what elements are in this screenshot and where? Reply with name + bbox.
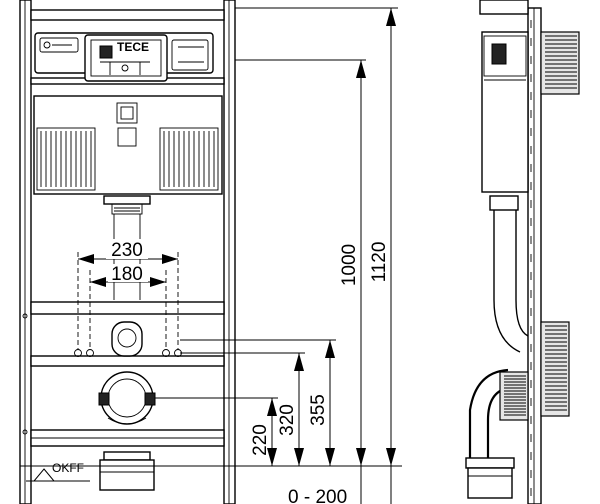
dim-1000: 1000: [339, 60, 366, 504]
dim-355: 355: [308, 340, 335, 466]
front-lower: [74, 321, 182, 491]
dim-1120-label: 1120: [369, 242, 390, 283]
vent-left: [36, 127, 96, 191]
dim-355-label: 355: [308, 394, 329, 426]
vent-right: [159, 127, 219, 191]
front-frame: [19, 0, 236, 504]
extension-lines: [20, 7, 402, 467]
front-cistern: TECE: [33, 32, 223, 300]
dim-230-label: 230: [111, 240, 143, 261]
dim-220: 220: [250, 398, 277, 466]
floor-reference: OKFF: [26, 461, 90, 482]
dim-220-label: 220: [250, 424, 271, 456]
dim-bottom: 0 - 200: [288, 487, 347, 504]
dim-1000-label: 1000: [339, 244, 360, 286]
dim-230: 230: [77, 239, 179, 350]
brand-label: TECE: [117, 40, 149, 54]
dim-320: 320: [277, 353, 304, 466]
dim-320-label: 320: [277, 404, 298, 436]
floor-ref-label: OKFF: [52, 461, 84, 475]
dim-1120: 1120: [369, 8, 396, 504]
dim-180-label: 180: [111, 264, 143, 285]
side-view: [465, 0, 580, 504]
dim-bottom-label: 0 - 200: [288, 487, 347, 504]
dim-180: 180: [89, 264, 167, 350]
